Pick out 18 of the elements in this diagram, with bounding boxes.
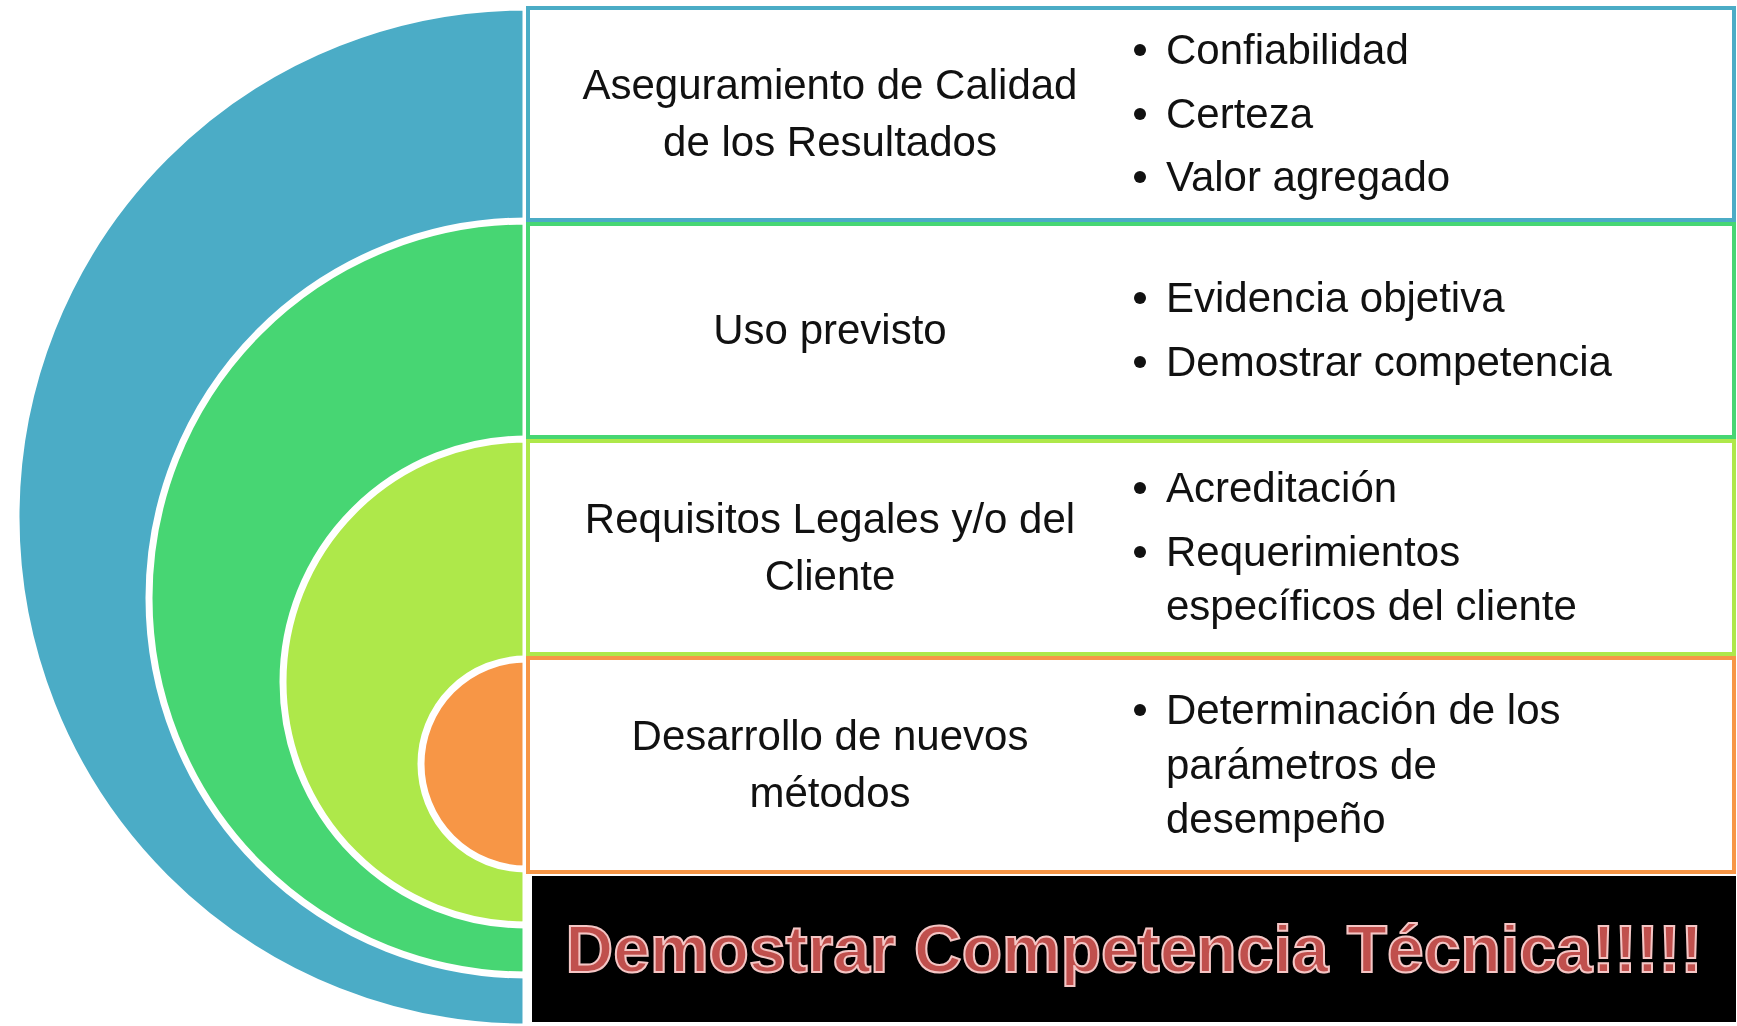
row-box [526,222,1736,439]
bullet-item: Acreditación [1130,461,1636,516]
bullet-item: Confiabilidad [1130,23,1451,78]
row-box [526,6,1736,222]
bullet-item: Demostrar competencia [1130,335,1612,390]
bullet-item: Certeza [1130,86,1451,142]
row-box [526,656,1736,874]
bullet-item: Determinación de los parámetros de desempeño [1130,683,1636,847]
row-heading: Uso previsto [712,305,948,356]
bullet-item: Evidencia objetiva [1130,271,1612,326]
row-heading: Aseguramiento de Calidad de los Resultados [581,60,1079,167]
bullet-item: Requerimientos específicos del cliente [1130,524,1636,634]
row-heading: Desarrollo de nuevos métodos [630,711,1030,818]
bullet-item: Valor agregado [1130,150,1451,205]
banner [532,876,1736,1022]
row-box [526,439,1736,656]
banner-text: Demostrar Competencia Técnica!!!!! [565,911,1703,987]
row-heading: Requisitos Legales y/o del Cliente [583,493,1077,601]
